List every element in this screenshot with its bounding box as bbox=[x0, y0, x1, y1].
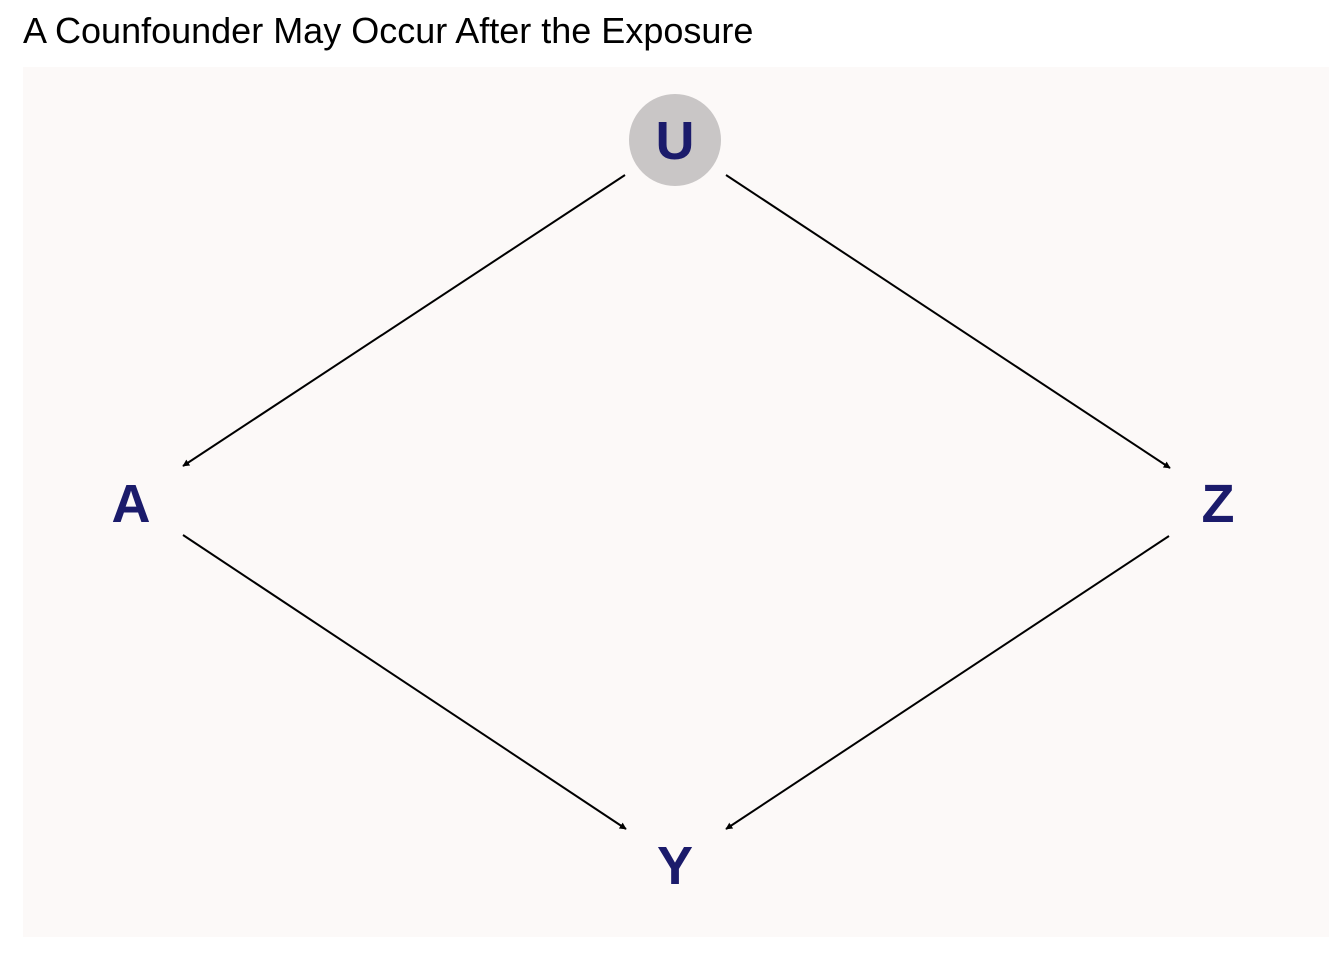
plot-panel bbox=[23, 67, 1329, 937]
edge-a-to-y bbox=[182, 534, 627, 830]
node-y: Y bbox=[657, 836, 693, 896]
latent-node-circle bbox=[629, 94, 721, 186]
edge-u-to-a bbox=[182, 174, 626, 467]
node-z: Z bbox=[1202, 474, 1235, 534]
edge-z-to-y bbox=[725, 535, 1170, 830]
node-a: A bbox=[112, 474, 151, 534]
node-u: U bbox=[656, 111, 695, 171]
diagram-title: A Counfounder May Occur After the Exposu… bbox=[23, 10, 754, 51]
edge-u-to-z bbox=[725, 174, 1171, 469]
